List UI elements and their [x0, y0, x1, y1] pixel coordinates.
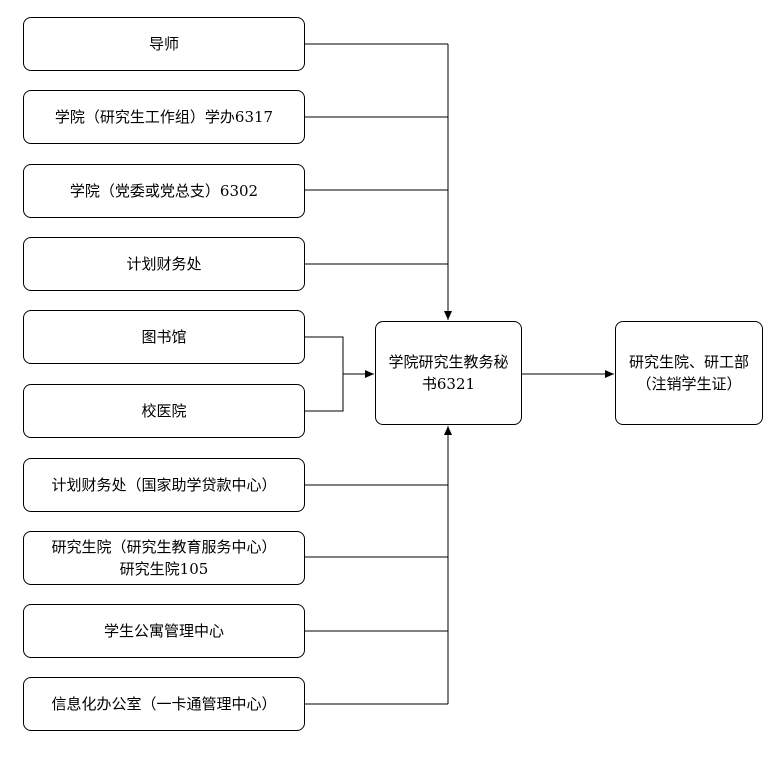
source-label: 信息化办公室（一卡通管理中心） — [51, 695, 277, 713]
source-label: 图书馆 — [141, 328, 187, 346]
target-box-graduate-office: 研究生院、研工部 （注销学生证） — [615, 321, 763, 425]
center-label: 学院研究生教务秘 书6321 — [388, 353, 509, 393]
source-box-advisor: 导师 — [23, 17, 305, 71]
source-box-loan-center: 计划财务处（国家助学贷款中心） — [23, 458, 305, 512]
source-box-apartment: 学生公寓管理中心 — [23, 604, 305, 658]
connector-mid-1 — [305, 336, 344, 412]
source-box-college-office: 学院（研究生工作组）学办6317 — [23, 90, 305, 144]
source-box-graduate-school: 研究生院（研究生教育服务中心） 研究生院105 — [23, 531, 305, 585]
source-label: 校医院 — [141, 402, 187, 420]
source-label: 学院（党委或党总支）6302 — [69, 182, 259, 200]
source-label: 计划财务处 — [126, 255, 202, 273]
center-box-secretary: 学院研究生教务秘 书6321 — [375, 321, 522, 425]
source-label: 研究生院（研究生教育服务中心） 研究生院105 — [51, 538, 277, 578]
source-box-library: 图书馆 — [23, 310, 305, 364]
source-box-hospital: 校医院 — [23, 384, 305, 438]
source-label: 学生公寓管理中心 — [103, 622, 224, 640]
source-label: 计划财务处（国家助学贷款中心） — [51, 476, 277, 494]
source-box-college-party: 学院（党委或党总支）6302 — [23, 164, 305, 218]
source-label: 学院（研究生工作组）学办6317 — [54, 108, 274, 126]
source-box-card-center: 信息化办公室（一卡通管理中心） — [23, 677, 305, 731]
source-label: 导师 — [148, 35, 179, 53]
source-box-finance: 计划财务处 — [23, 237, 305, 291]
target-label: 研究生院、研工部 （注销学生证） — [628, 353, 749, 393]
